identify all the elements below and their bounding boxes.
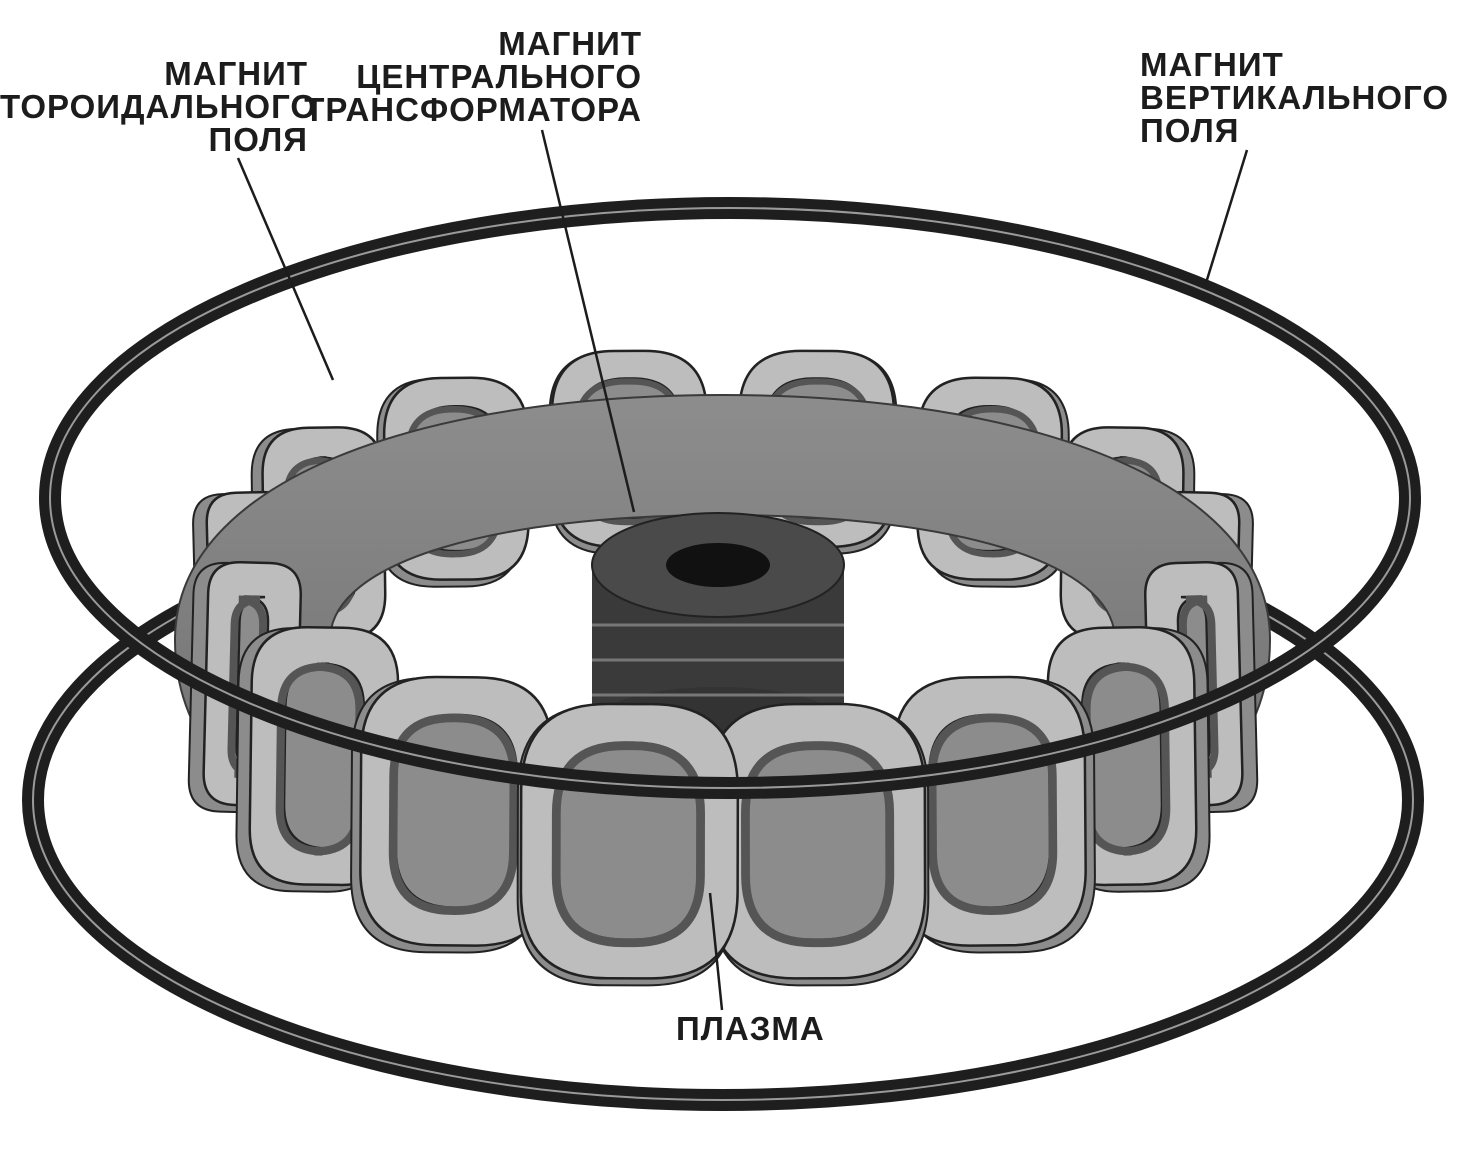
solenoid-bore	[666, 543, 770, 587]
toroidal-coil	[516, 702, 740, 987]
leader-plasma	[708, 892, 724, 1011]
label-central-line-2: ЦЕНТРАЛЬНОГО	[356, 58, 642, 95]
leader-toroidal	[236, 157, 335, 381]
label-central-transformer-magnet: МАГНИТ ЦЕНТРАЛЬНОГО ТРАНСФОРМАТОРА	[300, 27, 642, 126]
label-vertical-line-3: ПОЛЯ	[1140, 112, 1240, 149]
upper-vertical-field-ring	[39, 197, 1421, 799]
label-central-line-1: МАГНИТ	[498, 25, 642, 62]
leader-central	[540, 129, 636, 513]
leader-vertical	[1204, 149, 1249, 284]
toroidal-coil-inner-edge	[227, 595, 267, 779]
leader-lines	[236, 129, 1249, 1011]
label-toroidal-line-2: ТОРОИДАЛЬНОГО	[0, 88, 318, 125]
label-vertical-line-2: ВЕРТИКАЛЬНОГО	[1140, 79, 1449, 116]
toroidal-coil	[706, 702, 930, 987]
label-vertical-field-magnet: МАГНИТ ВЕРТИКАЛЬНОГО ПОЛЯ	[1140, 48, 1450, 147]
toroidal-coil-inner-edge	[1082, 662, 1171, 856]
label-vertical-line-1: МАГНИТ	[1140, 46, 1284, 83]
label-toroidal-line-1: МАГНИТ	[164, 55, 308, 92]
label-central-line-3: ТРАНСФОРМАТОРА	[304, 91, 642, 128]
label-toroidal-field-magnet: МАГНИТ ТОРОИДАЛЬНОГО ПОЛЯ	[0, 55, 318, 158]
label-toroidal-line-3: ПОЛЯ	[208, 121, 308, 158]
label-plasma: ПЛАЗМА	[676, 1010, 825, 1047]
toroidal-coil-inner-edge	[275, 662, 364, 856]
